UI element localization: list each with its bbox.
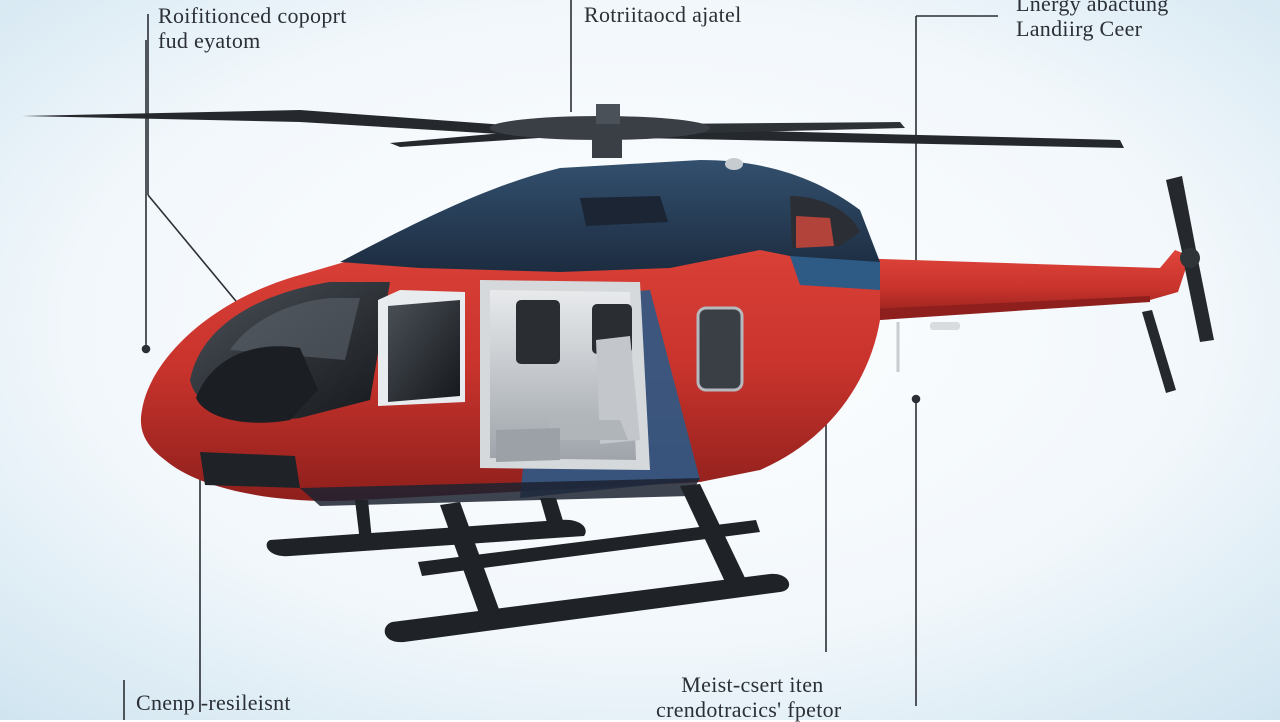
callout-rotor-system-line1: Rotriitaocd ajatel — [584, 2, 742, 27]
callout-rotor-system: Rotriitaocd ajatel — [584, 2, 742, 27]
tail-rotor — [1142, 176, 1214, 393]
crash-resistant-seat — [596, 336, 640, 444]
skid-right — [384, 573, 790, 643]
callout-landing-gear: Lnergy abactung Landiirg Ceer — [1016, 0, 1169, 41]
blue-aft-panel — [790, 256, 880, 290]
landing-skids — [266, 484, 790, 643]
leader-line-fuel-system — [141, 14, 251, 354]
open-cabin-door — [480, 280, 650, 470]
aft-cabin-window — [696, 306, 744, 392]
cabin-window-1 — [516, 300, 560, 364]
callout-crash-resistant: Cnenp -resileisnt — [136, 690, 291, 715]
rotor-blade-right — [640, 128, 1124, 148]
front-door-window — [378, 290, 465, 406]
rotor-blade-left — [22, 110, 520, 134]
nose-dome — [196, 346, 318, 423]
callout-seat-line1: Meist-csert iten — [681, 672, 824, 697]
callout-seat-line2: crendotracics' fpetor — [656, 697, 842, 722]
callout-fuel-system-line2: fud eyatom — [158, 28, 261, 53]
main-rotor — [22, 104, 1124, 158]
callout-seat: Meist-csert iten crendotracics' fpetor — [656, 672, 842, 722]
skid-left — [266, 519, 586, 557]
callout-fuel-system-line1: Roifitionced copoprt — [158, 3, 347, 28]
callout-landing-gear-line1: Lnergy abactung — [1016, 0, 1169, 16]
cockpit-windscreen — [190, 282, 390, 423]
rotor-mast — [592, 136, 622, 158]
rotor-blade-rear — [660, 122, 905, 134]
callout-fuel-system: Roifitionced copoprt fud eyatom — [158, 3, 347, 53]
tail-skid — [1142, 310, 1176, 393]
leader-line-crash-resistant — [123, 456, 201, 720]
nose-lower-panel — [200, 452, 300, 488]
skid-crossbar — [418, 520, 760, 576]
callout-landing-gear-line2: Landiirg Ceer — [1016, 16, 1143, 41]
tail-boom — [850, 250, 1190, 372]
rotor-hub — [490, 116, 710, 140]
callout-crash-resistant-line1: Cnenp -resileisnt — [136, 690, 291, 715]
